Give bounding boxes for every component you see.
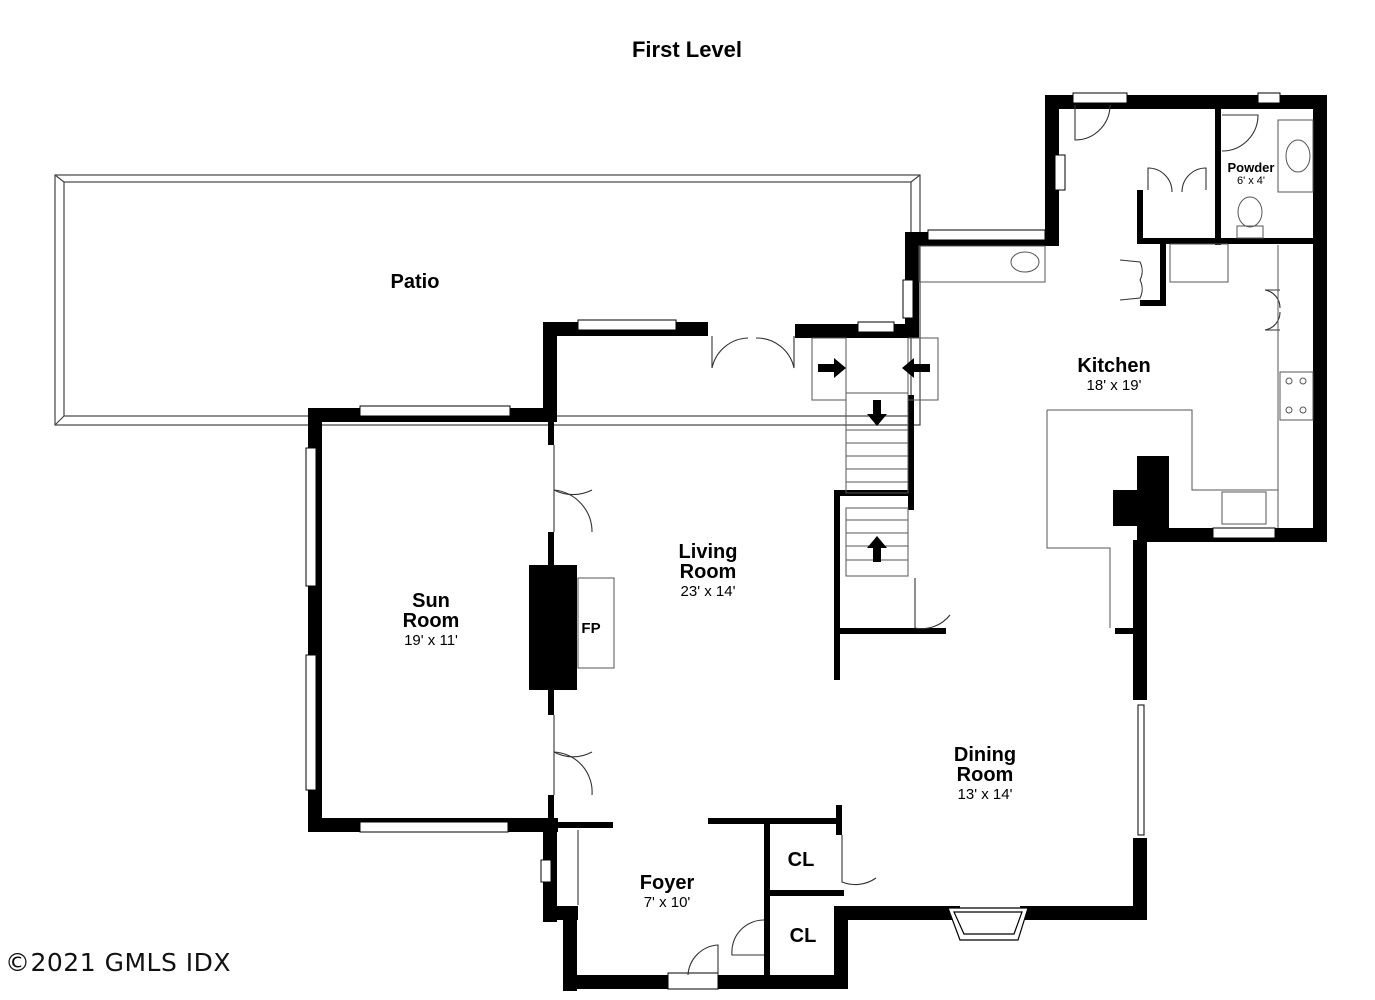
sun-room-size: 19' x 11' [404,632,458,649]
dining-room-label: Dining Room 13' x 14' [954,745,1016,802]
kitchen-label: Kitchen 18' x 19' [1077,356,1150,393]
foyer-name: Foyer [639,872,695,894]
kitchen-size: 18' x 19' [1086,377,1142,394]
sun-room-name-1: Sun [412,590,450,612]
powder-name: Powder [1227,160,1275,175]
fireplace-label: FP [581,620,601,637]
kitchen-name: Kitchen [1077,355,1151,377]
stairs [811,337,939,577]
living-room-name-2: Room [679,561,737,583]
stair-arrows [818,358,930,562]
kitchen-fixtures [577,119,1314,669]
windows [305,92,1281,990]
dining-room-name-1: Dining [953,744,1017,766]
living-room-name-1: Living [678,541,738,563]
patio-label: Patio [390,271,440,293]
powder-size: 6' x 4' [1236,175,1266,187]
living-room-label: Living Room 23' x 14' [679,542,738,599]
doors [553,104,1281,976]
plan-title: First Level [631,37,743,62]
bay-window [947,907,1029,941]
copyright-watermark: ©2021 GMLS IDX [5,948,232,977]
living-room-size: 23' x 14' [680,583,736,600]
foyer-label: Foyer 7' x 10' [640,873,694,910]
dining-room-name-2: Room [956,764,1014,786]
dining-room-size: 13' x 14' [957,786,1013,803]
closet-lower-label: CL [789,925,817,947]
powder-label: Powder 6' x 4' [1228,160,1275,187]
patio-outline [54,174,921,426]
sun-room-label: Sun Room 19' x 11' [403,591,460,648]
sun-room-name-2: Room [402,610,460,632]
closet-upper-label: CL [787,849,815,871]
foyer-size: 7' x 10' [643,894,691,911]
walls [308,95,1327,991]
